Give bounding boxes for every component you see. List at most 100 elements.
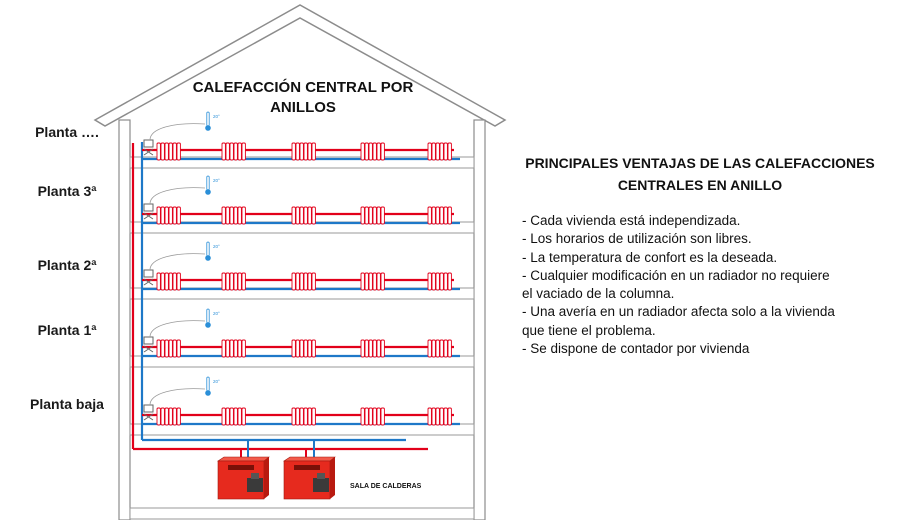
boilers: [217, 456, 336, 500]
radiator-fin: [447, 206, 452, 225]
radiator-fin: [435, 339, 440, 358]
floor-ring: 20°: [142, 376, 460, 426]
radiator-fin: [221, 272, 226, 291]
boiler-side: [330, 457, 335, 499]
radiator-fin: [439, 142, 444, 161]
diagram-title-line2: ANILLOS: [270, 99, 336, 116]
radiator-fin: [176, 272, 181, 291]
radiator-fin: [360, 407, 365, 426]
radiator-fin: [368, 206, 373, 225]
radiator-fin: [299, 272, 304, 291]
diagram-title: CALEFACCIÓN CENTRAL POR ANILLOS: [178, 78, 428, 118]
radiator-fin: [233, 272, 238, 291]
radiator-icon: [221, 407, 246, 426]
radiator-fin: [299, 142, 304, 161]
radiator-icon: [360, 272, 385, 291]
floor-label-ground: Planta baja: [30, 396, 104, 412]
radiator-fin: [241, 206, 246, 225]
floor-ring: 20°: [142, 308, 460, 358]
thermostat-icon: [206, 241, 210, 257]
radiator-icon: [221, 206, 246, 225]
radiator-fin: [291, 142, 296, 161]
radiator-fin: [241, 272, 246, 291]
radiator-fin: [427, 272, 432, 291]
radiator-fin: [443, 407, 448, 426]
thermostat-icon: [206, 308, 210, 324]
radiator-fin: [364, 407, 369, 426]
thermostat-wire: [149, 388, 206, 406]
radiator-fin: [229, 339, 234, 358]
radiator-icon: [221, 142, 246, 161]
advantage-item: - Una avería en un radiador afecta solo …: [522, 304, 835, 320]
radiator-fin: [291, 206, 296, 225]
radiator-fin: [233, 206, 238, 225]
radiator-fin: [299, 407, 304, 426]
thermostat-bulb: [205, 189, 211, 195]
radiator-fin: [168, 206, 173, 225]
advantage-item: - Se dispone de contador por vivienda: [522, 341, 750, 357]
radiator-fin: [299, 206, 304, 225]
thermostat-bulb: [205, 125, 211, 131]
radiator-fin: [295, 142, 300, 161]
radiator-icon: [360, 142, 385, 161]
radiator-icon: [360, 339, 385, 358]
radiator-fin: [303, 206, 308, 225]
radiator-fin: [376, 206, 381, 225]
radiator-fin: [368, 407, 373, 426]
floor-slab: [129, 355, 475, 368]
radiator-fin: [291, 272, 296, 291]
floor-ring: 20°: [142, 241, 460, 291]
radiator-fin: [241, 142, 246, 161]
radiator-fin: [372, 142, 377, 161]
thermostat-bulb: [205, 255, 211, 261]
radiator-fin: [303, 407, 308, 426]
radiator-fin: [311, 272, 316, 291]
radiator-fin: [427, 407, 432, 426]
floor-slab: [129, 507, 475, 520]
radiator-icon: [427, 339, 452, 358]
radiator-fin: [229, 142, 234, 161]
radiator-fin: [439, 206, 444, 225]
radiator-fin: [156, 206, 161, 225]
radiator-fin: [303, 339, 308, 358]
right-wall: [473, 119, 486, 520]
radiator-fin: [427, 339, 432, 358]
radiator-icon: [291, 407, 316, 426]
radiator-fin: [172, 142, 177, 161]
radiator-fin: [225, 272, 230, 291]
radiator-fin: [380, 206, 385, 225]
radiator-fin: [431, 407, 436, 426]
boiler-burner: [313, 478, 329, 492]
thermostat-reading: 20°: [213, 244, 220, 249]
floor-slabs: [129, 156, 475, 520]
diagram-title-line1: CALEFACCIÓN CENTRAL POR: [192, 79, 414, 96]
radiator-icon: [291, 272, 316, 291]
radiator-fin: [372, 272, 377, 291]
radiator-fin: [237, 407, 242, 426]
radiator-fin: [160, 142, 165, 161]
radiator-icon: [156, 407, 181, 426]
radiator-fin: [237, 272, 242, 291]
radiator-fin: [380, 339, 385, 358]
radiator-fin: [380, 407, 385, 426]
advantages-list: - Cada vivienda está independizada. - Lo…: [522, 212, 892, 358]
valve-icon: [143, 413, 154, 421]
radiator-fin: [291, 339, 296, 358]
valve-icon: [143, 212, 154, 220]
radiator-fin: [439, 339, 444, 358]
radiator-fin: [380, 142, 385, 161]
meter-valve-icon: [143, 336, 154, 345]
radiator-fin: [241, 407, 246, 426]
boiler-burner: [247, 478, 263, 492]
radiator-fin: [229, 272, 234, 291]
radiator-fin: [160, 206, 165, 225]
radiator-fin: [364, 142, 369, 161]
radiator-fin: [439, 407, 444, 426]
boiler-panel: [228, 465, 254, 470]
radiator-icon: [291, 206, 316, 225]
roof: [93, 4, 507, 127]
radiator-fin: [360, 339, 365, 358]
advantage-item: el vaciado de la columna.: [522, 286, 675, 302]
floor-slab: [129, 423, 475, 436]
